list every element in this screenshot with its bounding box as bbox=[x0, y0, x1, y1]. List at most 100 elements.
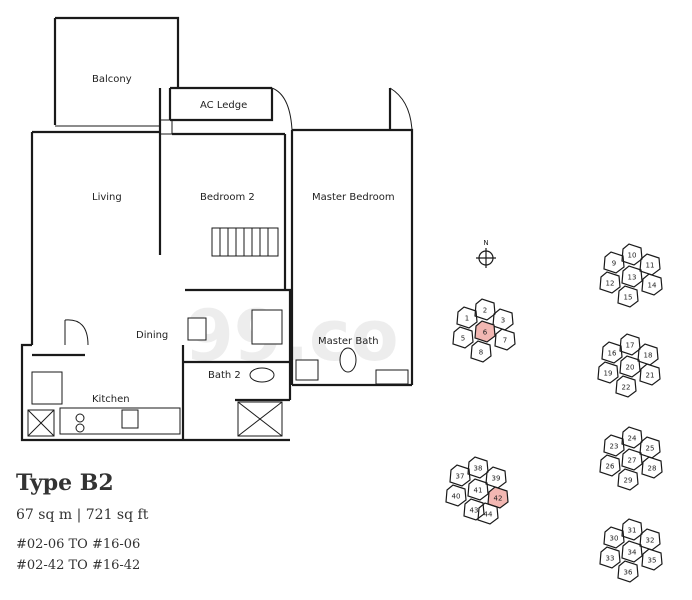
key-plan-block bbox=[603, 526, 625, 549]
key-plan-block bbox=[619, 355, 641, 378]
key-plan-block-number: 24 bbox=[628, 435, 637, 443]
key-plan-block-number: 7 bbox=[503, 337, 507, 345]
unit-type-title: Type B2 bbox=[16, 470, 114, 496]
fridge bbox=[187, 317, 207, 341]
key-plan-block bbox=[639, 436, 661, 459]
key-plan-block-number: 9 bbox=[612, 260, 616, 268]
key-plan-block bbox=[617, 285, 639, 308]
key-plan-block-number: 14 bbox=[648, 282, 657, 290]
key-plan-block-number: 3 bbox=[501, 317, 505, 325]
key-plan-block bbox=[477, 502, 499, 525]
key-plan-block-number: 8 bbox=[479, 349, 483, 357]
room-label-master-bedroom: Master Bedroom bbox=[312, 192, 395, 203]
oven bbox=[121, 409, 139, 429]
key-plan-block-number: 21 bbox=[646, 372, 655, 380]
key-plan-block-number: 20 bbox=[626, 364, 635, 372]
unit-range-1: #02-06 TO #16-06 bbox=[16, 537, 141, 552]
key-plan-block-number: 18 bbox=[644, 352, 653, 360]
key-plan-block-number: 13 bbox=[628, 274, 637, 282]
unit-range-2: #02-42 TO #16-42 bbox=[16, 558, 141, 573]
key-plan-block-number: 35 bbox=[648, 557, 657, 565]
floor-plan-fixtures bbox=[27, 227, 409, 437]
key-plan-block bbox=[603, 434, 625, 457]
key-plan-block bbox=[637, 343, 659, 366]
key-plan-block bbox=[621, 265, 643, 288]
key-plan-block-number: 23 bbox=[610, 443, 619, 451]
room-label-master-bath: Master Bath bbox=[318, 336, 379, 347]
key-plan: 1235678910111213141516171819202122373839… bbox=[445, 243, 663, 583]
key-plan-block-number: 39 bbox=[492, 475, 501, 483]
room-label-kitchen: Kitchen bbox=[92, 394, 130, 405]
key-plan-block bbox=[621, 448, 643, 471]
room-label-dining: Dining bbox=[136, 330, 168, 341]
key-plan-block-number: 36 bbox=[624, 569, 633, 577]
key-plan-block bbox=[599, 546, 621, 569]
key-plan-block bbox=[617, 468, 639, 491]
key-plan-block bbox=[485, 466, 507, 489]
key-plan-block bbox=[603, 251, 625, 274]
key-plan-block-number: 42 bbox=[494, 495, 503, 503]
room-label-bath-2: Bath 2 bbox=[208, 370, 241, 381]
key-plan-block-number: 28 bbox=[648, 465, 657, 473]
key-plan-block-number: 33 bbox=[606, 555, 615, 563]
key-plan-block-number: 15 bbox=[624, 294, 633, 302]
key-plan-block-number: 34 bbox=[628, 549, 637, 557]
floor-plan-walls bbox=[20, 16, 414, 442]
key-plan-block-number: 5 bbox=[461, 335, 465, 343]
key-plan-block bbox=[494, 328, 516, 351]
key-plan-block bbox=[470, 340, 492, 363]
north-compass-icon: N bbox=[476, 239, 496, 268]
key-plan-block bbox=[621, 518, 643, 541]
key-plan-block-number: 10 bbox=[628, 252, 637, 260]
key-plan-block-number: 11 bbox=[646, 262, 655, 270]
key-plan-block bbox=[452, 326, 474, 349]
key-plan-block-number: 16 bbox=[608, 350, 617, 358]
stove-burner bbox=[75, 413, 85, 423]
key-plan-block bbox=[474, 320, 496, 343]
room-label-balcony: Balcony bbox=[92, 74, 132, 85]
key-plan-block bbox=[641, 273, 663, 296]
key-plan-block bbox=[639, 528, 661, 551]
key-plan-block-number: 1 bbox=[465, 315, 469, 323]
cabinet bbox=[251, 309, 283, 345]
key-plan-block-number: 31 bbox=[628, 527, 637, 535]
key-plan-block-number: 44 bbox=[484, 511, 493, 519]
key-plan-block bbox=[456, 306, 478, 329]
key-plan-block bbox=[599, 454, 621, 477]
key-plan-block-number: 22 bbox=[622, 384, 631, 392]
key-plan-block-number: 26 bbox=[606, 463, 615, 471]
key-plan-block bbox=[639, 363, 661, 386]
key-plan-block-number: 30 bbox=[610, 535, 619, 543]
key-plan-block-number: 27 bbox=[628, 457, 637, 465]
key-plan-block bbox=[621, 426, 643, 449]
key-plan-block bbox=[467, 456, 489, 479]
basin bbox=[295, 359, 319, 381]
key-plan-block-number: 41 bbox=[474, 487, 483, 495]
shower-master bbox=[375, 369, 409, 385]
key-plan-block-number: 38 bbox=[474, 465, 483, 473]
key-plan-block-number: 32 bbox=[646, 537, 655, 545]
key-plan-block bbox=[619, 333, 641, 356]
key-plan-block-number: 19 bbox=[604, 370, 613, 378]
toilet-bath2 bbox=[249, 367, 275, 383]
key-plan-block bbox=[615, 375, 637, 398]
key-plan-block-number: 12 bbox=[606, 280, 615, 288]
key-plan-block bbox=[601, 341, 623, 364]
toilet-master bbox=[339, 347, 357, 373]
key-plan-block-number: 2 bbox=[483, 307, 487, 315]
key-plan-block bbox=[617, 560, 639, 583]
key-plan-block-number: 29 bbox=[624, 477, 633, 485]
compass-label: N bbox=[483, 239, 488, 247]
room-label-ac-ledge: AC Ledge bbox=[200, 100, 247, 111]
key-plan-block bbox=[621, 540, 643, 563]
key-plan-block-number: 25 bbox=[646, 445, 655, 453]
room-label-living: Living bbox=[92, 192, 122, 203]
key-plan-block-number: 37 bbox=[456, 473, 465, 481]
key-plan-block bbox=[641, 548, 663, 571]
key-plan-block bbox=[449, 464, 471, 487]
key-plan-block bbox=[639, 253, 661, 276]
wardrobe bbox=[211, 227, 279, 257]
key-plan-block bbox=[474, 298, 496, 321]
key-plan-block bbox=[621, 243, 643, 266]
